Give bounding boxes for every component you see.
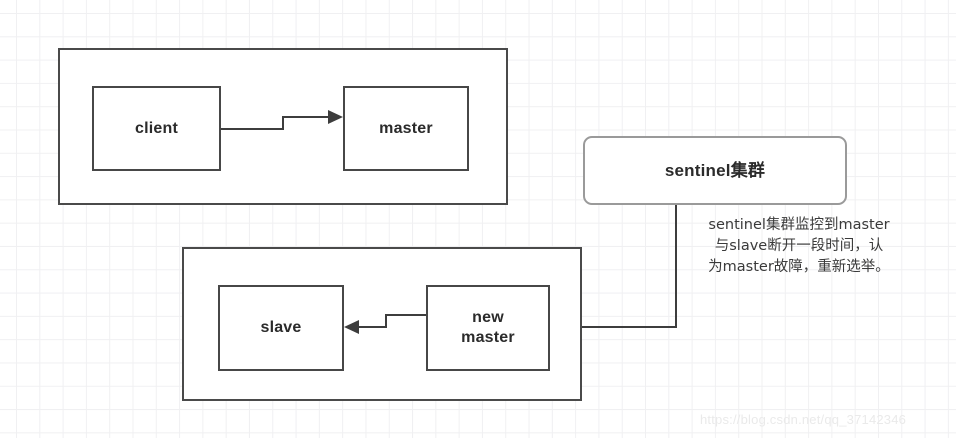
node-slave-label: slave — [260, 319, 302, 336]
watermark-text: https://blog.csdn.net/qq_37142346 — [700, 412, 907, 427]
node-client[interactable]: client — [92, 86, 221, 171]
edge-newmaster-slave-arrowhead-icon — [344, 320, 359, 334]
edge-sentinel-newmaster-segment-1 — [675, 205, 677, 328]
node-new-master[interactable]: new master — [426, 285, 550, 371]
edge-sentinel-newmaster-segment-2 — [566, 326, 677, 328]
edge-client-master-arrowhead-icon — [328, 110, 343, 124]
node-sentinel-cluster[interactable]: sentinel集群 — [583, 136, 847, 205]
edge-client-master-segment-2 — [282, 116, 284, 130]
node-client-label: client — [135, 119, 178, 137]
edge-newmaster-slave-segment-3 — [359, 326, 387, 328]
edge-client-master-segment-3 — [282, 116, 328, 118]
annotation-sentinel-failover: sentinel集群监控到master 与slave断开一段时间，认 为mast… — [708, 217, 890, 276]
node-master[interactable]: master — [343, 86, 469, 171]
node-new-master-label: new master — [461, 309, 515, 346]
edge-client-master-segment-1 — [221, 128, 284, 130]
edge-newmaster-slave-segment-1 — [385, 314, 426, 316]
node-sentinel-cluster-label: sentinel集群 — [664, 160, 766, 180]
edge-newmaster-slave-segment-2 — [385, 314, 387, 328]
node-master-label: master — [379, 119, 433, 137]
node-slave[interactable]: slave — [218, 285, 344, 371]
